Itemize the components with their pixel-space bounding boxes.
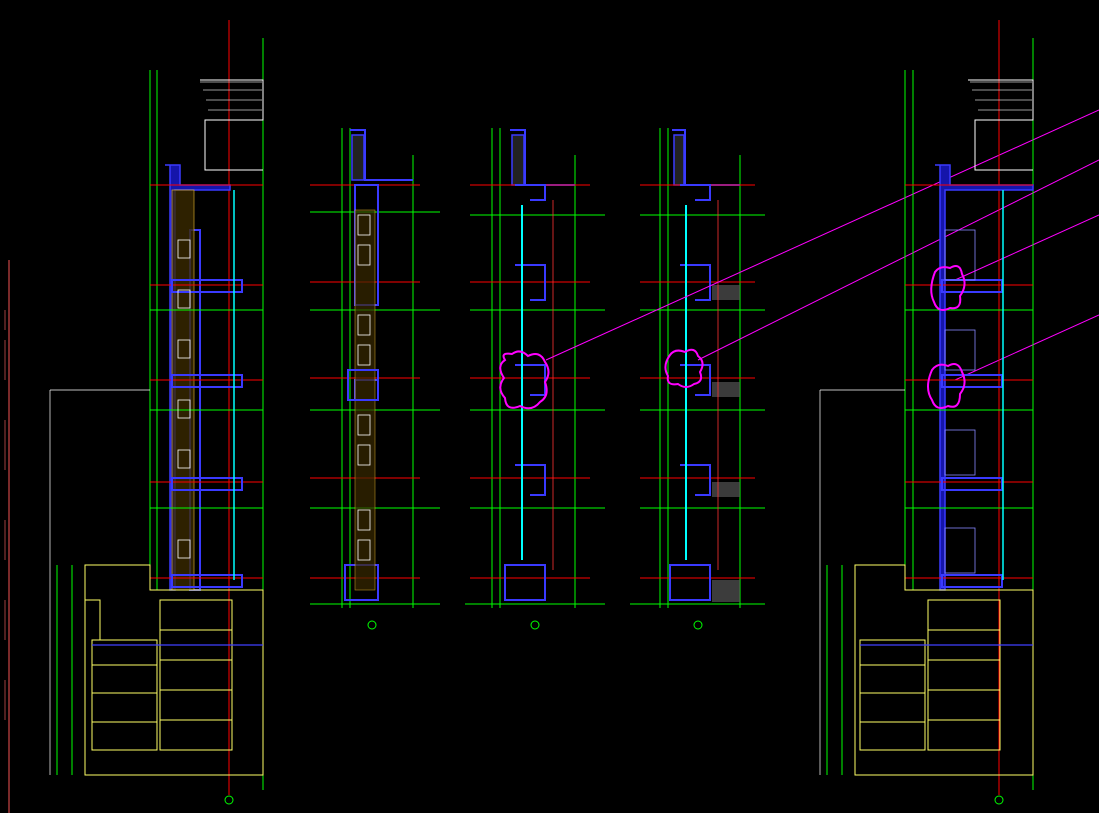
revision-cloud-1[interactable]: [499, 350, 550, 410]
revision-cloud-4[interactable]: [927, 363, 966, 409]
wall-section-3: [465, 128, 605, 630]
section-1-base-outline: [84, 564, 264, 776]
wall-section-2: [310, 128, 440, 630]
revision-cloud-3[interactable]: [930, 265, 966, 311]
revision-cloud-2[interactable]: [664, 348, 704, 388]
wall-section-1: [49, 20, 264, 805]
wall-section-5: [819, 20, 1034, 805]
section-5-base-outline: [854, 564, 1034, 776]
wall-section-4: [630, 128, 765, 630]
leader-lines: [545, 109, 1099, 381]
